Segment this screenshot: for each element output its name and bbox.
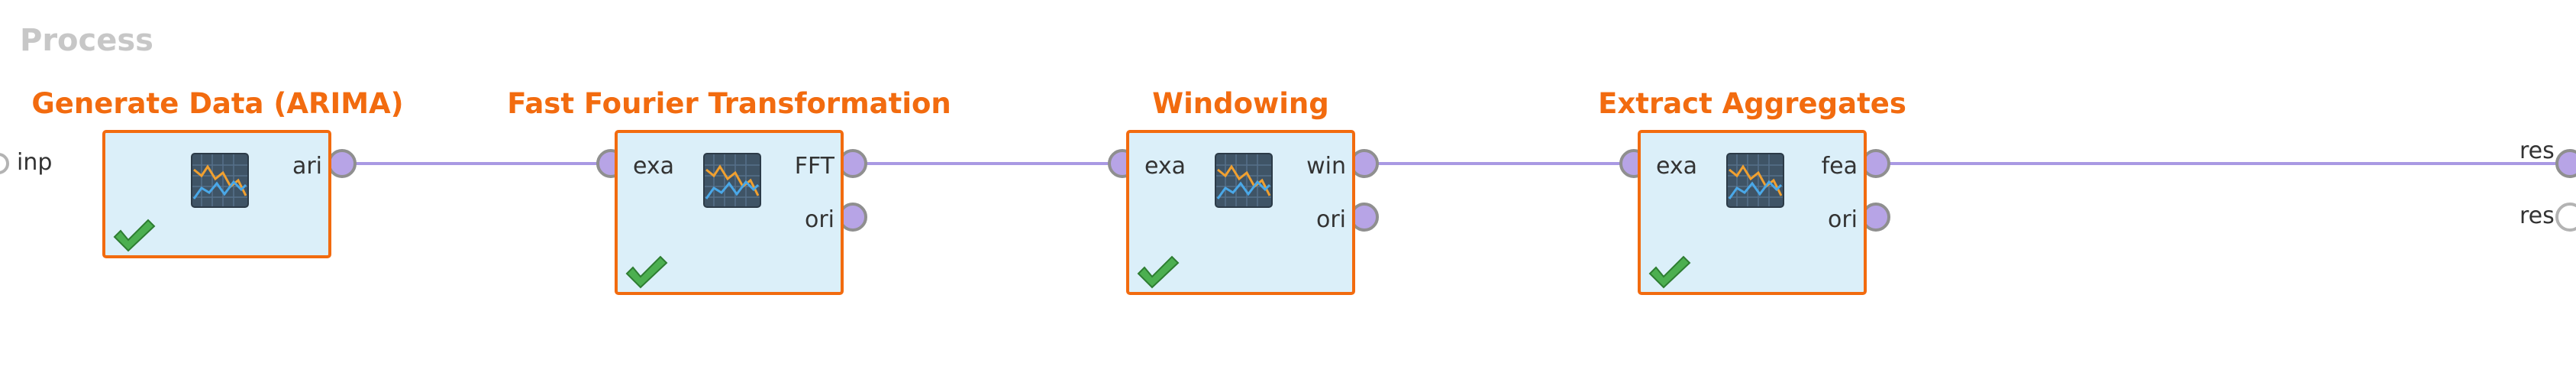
port-label-ori: ori — [804, 206, 834, 233]
port-label-fft: FFT — [794, 153, 834, 180]
port-extract-output-fea[interactable] — [1861, 149, 1890, 178]
checkmark-icon — [1648, 255, 1691, 289]
operator-title-fft[interactable]: Fast Fourier Transformation — [507, 87, 951, 120]
port-windowing-output-win[interactable] — [1350, 149, 1379, 178]
operator-windowing[interactable]: exa win ori — [1126, 130, 1355, 295]
chart-icon — [191, 153, 249, 208]
checkmark-icon — [625, 255, 668, 289]
process-result-label-1: res — [2520, 138, 2555, 164]
process-result-port-1[interactable] — [2555, 149, 2576, 178]
port-windowing-output-ori[interactable] — [1350, 203, 1379, 232]
process-input-label: inp — [17, 149, 53, 176]
chart-icon — [1726, 153, 1784, 208]
port-fft-output-fft[interactable] — [838, 149, 867, 178]
port-fft-output-ori[interactable] — [838, 203, 867, 232]
port-label-fea: fea — [1821, 153, 1858, 180]
chart-icon — [1215, 153, 1273, 208]
port-label-win: win — [1306, 153, 1346, 180]
port-label-exa: exa — [1656, 153, 1698, 180]
operator-title-extract-aggregates[interactable]: Extract Aggregates — [1598, 87, 1906, 120]
port-extract-output-ori[interactable] — [1861, 203, 1890, 232]
operator-title-windowing[interactable]: Windowing — [1152, 87, 1329, 120]
port-label-ori: ori — [1315, 206, 1346, 233]
operator-title-generate-data[interactable]: Generate Data (ARIMA) — [31, 87, 404, 120]
port-generate-output-ari[interactable] — [328, 149, 357, 178]
port-label-ori: ori — [1827, 206, 1858, 233]
process-result-port-2[interactable] — [2555, 203, 2576, 232]
operator-fft[interactable]: exa FFT ori — [615, 130, 844, 295]
process-result-label-2: res — [2520, 203, 2555, 229]
port-label-exa: exa — [1144, 153, 1186, 180]
checkmark-icon — [113, 219, 156, 252]
process-input-port[interactable] — [0, 153, 9, 174]
process-title: Process — [20, 23, 153, 58]
port-label-ari: ari — [292, 153, 322, 180]
checkmark-icon — [1137, 255, 1180, 289]
chart-icon — [703, 153, 761, 208]
operator-generate-data[interactable]: ari — [102, 130, 331, 258]
port-label-exa: exa — [633, 153, 675, 180]
operator-extract-aggregates[interactable]: exa fea ori — [1638, 130, 1867, 295]
